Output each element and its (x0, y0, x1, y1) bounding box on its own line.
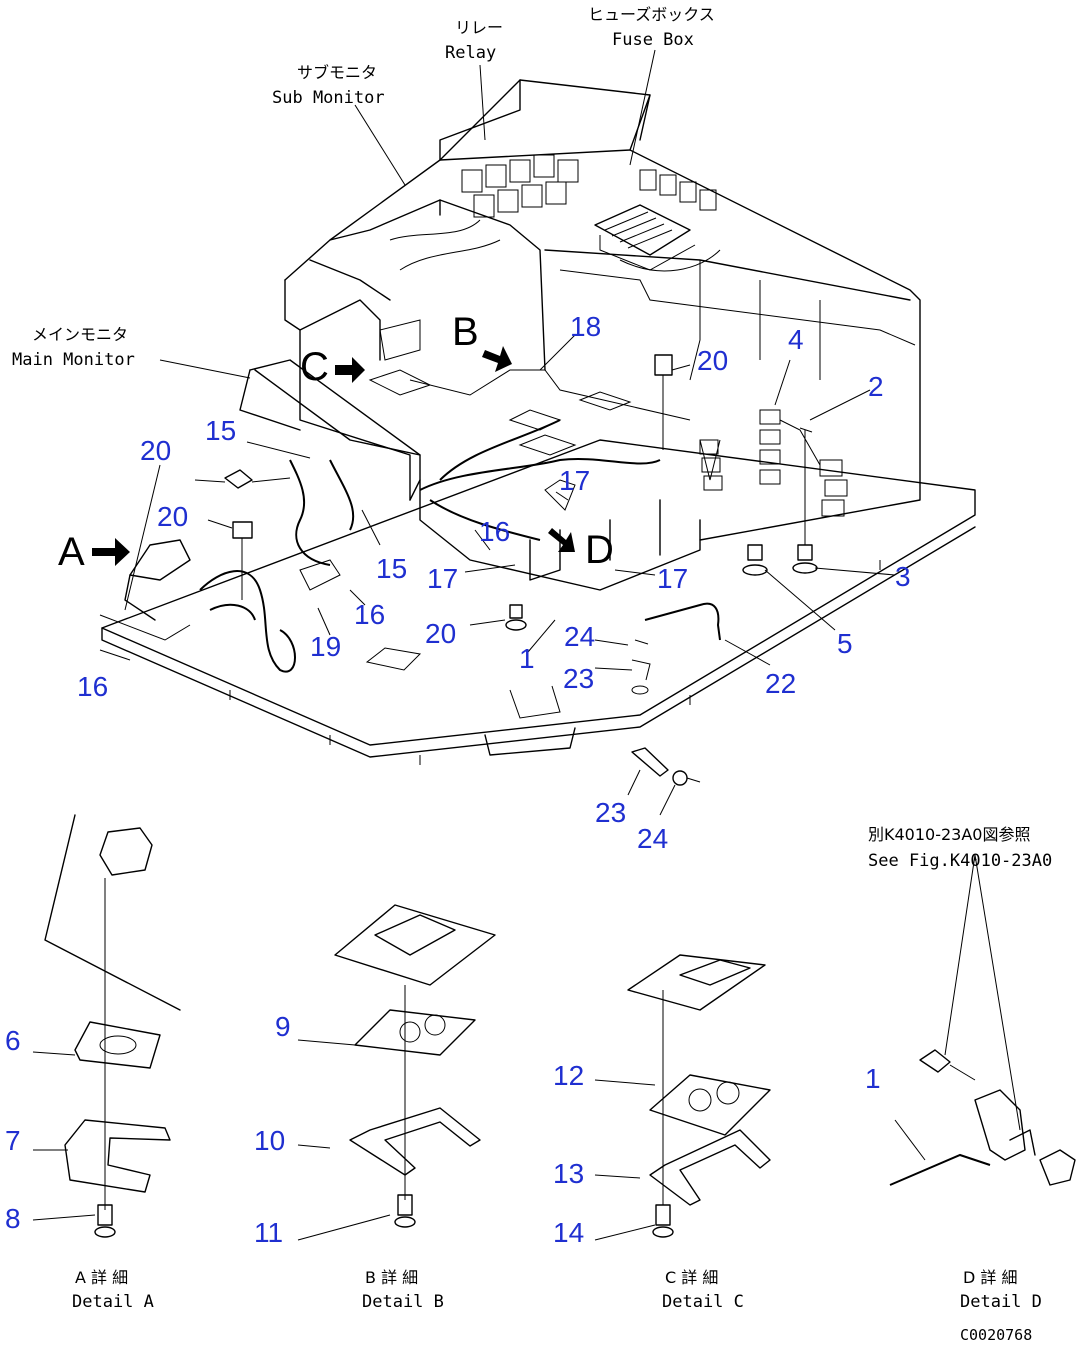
detail-c-art (594, 954, 771, 1241)
callout-part-19[interactable]: 19 (310, 631, 341, 662)
leader-lines (99, 49, 1021, 1131)
see-fig-label-en: See Fig.K4010-23A0 (868, 851, 1052, 871)
view-letter-d: D (585, 528, 614, 572)
detail-captions: A 詳 細 Detail A B 詳 細 Detail B C 詳 細 Deta… (72, 1268, 1042, 1312)
callout-part-20[interactable]: 20 (425, 618, 456, 649)
callout-part-14[interactable]: 14 (553, 1217, 584, 1248)
cable-22 (644, 602, 721, 641)
callout-part-17[interactable]: 17 (657, 563, 688, 594)
main-monitor-label-jp: メインモニタ (32, 325, 128, 344)
fuse-box (594, 204, 696, 271)
callout-part-23[interactable]: 23 (563, 663, 594, 694)
callout-part-13[interactable]: 13 (553, 1158, 584, 1189)
detail-d-art (889, 1049, 1076, 1186)
detail-c-caption-en: Detail C (662, 1292, 744, 1312)
callout-part-4[interactable]: 4 (788, 324, 804, 355)
callout-part-15[interactable]: 15 (376, 553, 407, 584)
callout-part-20[interactable]: 20 (697, 345, 728, 376)
sub-monitor-label-en: Sub Monitor (272, 88, 385, 108)
relay-label-en: Relay (445, 43, 496, 63)
callout-part-20[interactable]: 20 (140, 435, 171, 466)
bolt-2-3 (792, 427, 818, 574)
fuse-box-label-en: Fuse Box (612, 30, 694, 50)
callout-part-16[interactable]: 16 (354, 599, 385, 630)
view-letter-a: A (58, 530, 85, 574)
callout-part-3[interactable]: 3 (895, 561, 911, 592)
view-letter-b: B (452, 310, 479, 354)
part-callouts: 1 2 3 4 5 15 15 16 16 16 17 17 17 18 19 … (5, 311, 911, 1248)
detail-d-caption-en: Detail D (960, 1292, 1042, 1312)
callout-part-23[interactable]: 23 (595, 797, 626, 828)
view-arrows (92, 346, 575, 566)
main-monitor-label-en: Main Monitor (12, 350, 135, 370)
callout-part-16[interactable]: 16 (77, 671, 108, 702)
callout-part-17[interactable]: 17 (427, 563, 458, 594)
fuse-box-label-jp: ヒューズボックス (588, 5, 715, 24)
callout-part-5[interactable]: 5 (837, 628, 853, 659)
see-fig-label-jp: 別K4010-23A0図参照 (868, 825, 1030, 844)
relay-block (461, 154, 717, 218)
callout-part-10[interactable]: 10 (254, 1125, 285, 1156)
sub-monitor-label-jp: サブモニタ (297, 63, 377, 82)
callout-part-15[interactable]: 15 (205, 415, 236, 446)
callout-part-24[interactable]: 24 (637, 823, 668, 854)
callout-part-1[interactable]: 1 (519, 643, 535, 674)
callout-part-7[interactable]: 7 (5, 1125, 21, 1156)
loose-parts-23-24 (631, 747, 701, 786)
callout-part-22[interactable]: 22 (765, 668, 796, 699)
callout-part-20[interactable]: 20 (157, 501, 188, 532)
detail-b-art (297, 904, 496, 1241)
detail-a-art (32, 814, 181, 1238)
callout-part-9[interactable]: 9 (275, 1011, 291, 1042)
detail-c-caption-jp: C 詳 細 (665, 1268, 718, 1287)
callout-part-17[interactable]: 17 (559, 465, 590, 496)
callout-part-16[interactable]: 16 (479, 516, 510, 547)
callout-part-24[interactable]: 24 (564, 621, 595, 652)
bolt-20-bottom (505, 604, 527, 631)
bolt-5 (742, 544, 768, 576)
view-letter-c: C (300, 345, 329, 389)
detail-d-caption-jp: D 詳 細 (963, 1268, 1018, 1287)
callout-part-6[interactable]: 6 (5, 1025, 21, 1056)
callout-part-11[interactable]: 11 (254, 1217, 283, 1248)
drawing-code: C0020768 (960, 1326, 1032, 1344)
right-connectors (699, 409, 848, 517)
callout-part-12[interactable]: 12 (553, 1060, 584, 1091)
text-labels: リレー Relay ヒューズボックス Fuse Box サブモニタ Sub Mo… (12, 5, 1052, 871)
callout-part-2[interactable]: 2 (868, 371, 884, 402)
relay-label-jp: リレー (455, 18, 503, 37)
callout-part-18[interactable]: 18 (570, 311, 601, 342)
view-letter-labels: A C B D (58, 310, 614, 574)
detail-a-caption-en: Detail A (72, 1292, 154, 1312)
detail-b-caption-jp: B 詳 細 (365, 1268, 418, 1287)
callout-part-8[interactable]: 8 (5, 1203, 21, 1234)
floor-frame (101, 439, 976, 765)
bolt-20-top (654, 354, 673, 450)
cab-enclosure (99, 79, 921, 695)
bolt-20-left (224, 469, 291, 600)
detail-b-caption-en: Detail B (362, 1292, 444, 1312)
callout-part-1-detail[interactable]: 1 (865, 1063, 881, 1094)
detail-a-caption-jp: A 詳 細 (75, 1268, 128, 1287)
